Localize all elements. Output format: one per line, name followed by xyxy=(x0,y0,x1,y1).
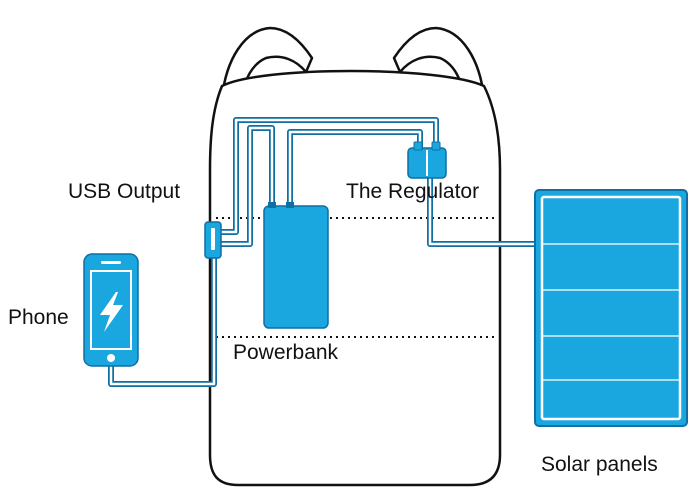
cable-regulator-to-usb xyxy=(220,118,438,234)
solar-panel xyxy=(534,189,688,427)
phone-home-button xyxy=(107,354,115,362)
phone-label: Phone xyxy=(8,306,69,329)
dotted-guides xyxy=(216,217,496,338)
lightning-bolt-icon xyxy=(100,292,123,332)
usb-output-label: USB Output xyxy=(68,180,181,203)
powerbank-label: Powerbank xyxy=(233,341,339,364)
phone-speaker xyxy=(101,261,121,264)
cables xyxy=(108,117,543,387)
cable-powerbank-to-usb xyxy=(220,126,274,246)
powerbank xyxy=(263,202,329,329)
regulator-label: The Regulator xyxy=(346,180,480,203)
regulator xyxy=(407,141,447,179)
cable-regulator-to-solar xyxy=(428,174,542,246)
solar-panels-label: Solar panels xyxy=(541,453,658,476)
cable-usb-to-phone xyxy=(109,256,216,386)
cable-powerbank-to-regulator xyxy=(288,130,422,210)
phone xyxy=(83,253,139,367)
usb-output-port xyxy=(204,221,222,259)
